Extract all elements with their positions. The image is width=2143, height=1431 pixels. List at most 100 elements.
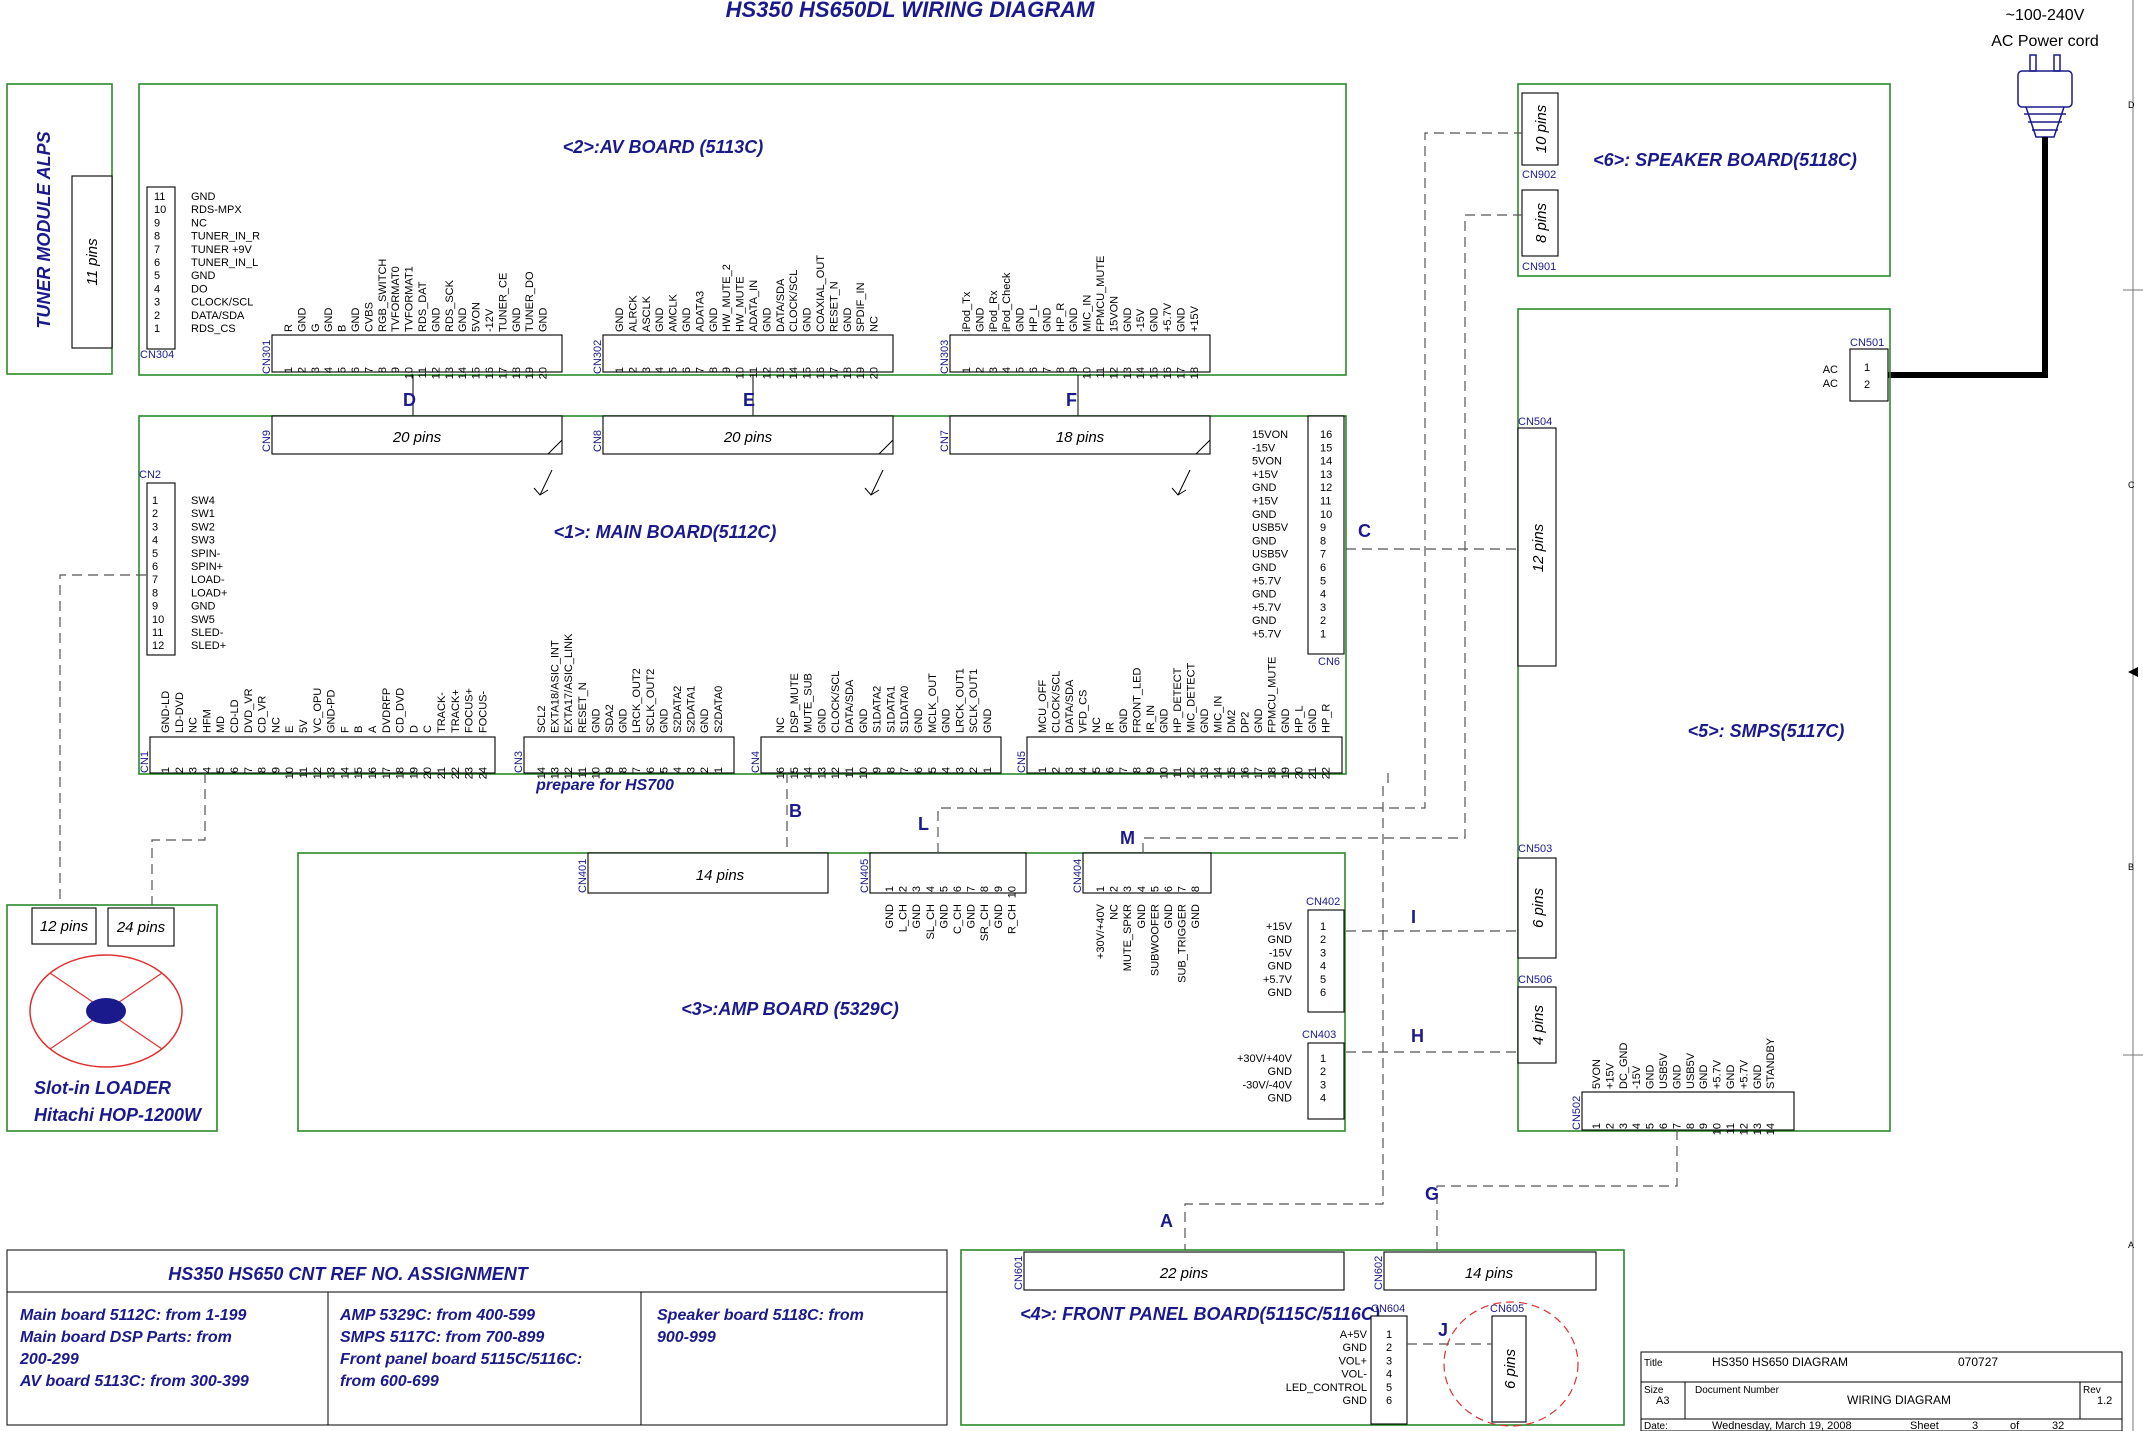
cn602-label: CN602 bbox=[1373, 1256, 1385, 1290]
signal-label: +15V bbox=[1266, 921, 1293, 933]
signal-label: CVBS bbox=[363, 302, 375, 332]
pin-number: 12 bbox=[312, 767, 324, 779]
pin-number: 19 bbox=[1280, 767, 1292, 779]
signal-label: GND bbox=[941, 709, 953, 734]
pin-number: 19 bbox=[524, 367, 536, 379]
signal-label: +30V/+40V bbox=[1237, 1053, 1293, 1065]
pin-number: 9 bbox=[721, 367, 733, 373]
signal-label: IR_IN bbox=[1145, 705, 1157, 733]
pin-number: 11 bbox=[748, 367, 760, 378]
signal-label: +15V bbox=[1252, 469, 1279, 481]
pin-number: 5 bbox=[1320, 974, 1326, 986]
pin-number: 24 bbox=[477, 767, 489, 779]
cn504-connector bbox=[1517, 427, 1557, 667]
pin-number: 3 bbox=[1618, 1123, 1630, 1129]
pin-number: 2 bbox=[1320, 615, 1326, 627]
pin-number: 10 bbox=[404, 367, 416, 379]
pin-number: 10 bbox=[1320, 509, 1332, 521]
cn303-connector bbox=[949, 334, 1211, 373]
cn1-label: CN1 bbox=[139, 751, 151, 773]
cn601-pins-label: 22 pins bbox=[1159, 1265, 1209, 1282]
pin-number: 5 bbox=[1149, 886, 1161, 892]
signal-label: MIC_IN bbox=[1213, 696, 1225, 733]
signal-label: GND bbox=[708, 308, 720, 333]
pin-number: 3 bbox=[1386, 1355, 1392, 1367]
pin-number: 2 bbox=[898, 886, 910, 892]
signal-label: NC bbox=[191, 217, 207, 229]
signal-label: GND bbox=[191, 191, 216, 203]
cn304-label: CN304 bbox=[140, 349, 174, 361]
signal-label: HP_R bbox=[1321, 704, 1333, 733]
signal-label: DP2 bbox=[1240, 712, 1252, 733]
cn506-connector bbox=[1517, 986, 1557, 1064]
pin-number: 4 bbox=[201, 767, 213, 773]
pin-number: 8 bbox=[154, 231, 160, 243]
signal-label: GND bbox=[761, 308, 773, 333]
pin-number: 16 bbox=[367, 767, 379, 779]
link-j-label: J bbox=[1438, 1320, 1448, 1340]
dashed-links bbox=[59, 132, 1678, 1345]
cn6-label: CN6 bbox=[1318, 656, 1340, 668]
svg-text:2: 2 bbox=[1864, 379, 1870, 391]
pin-number: 4 bbox=[323, 367, 335, 373]
pin-number: 10 bbox=[1712, 1123, 1724, 1135]
pin-number: 1 bbox=[1095, 886, 1107, 892]
pin-number: 5 bbox=[1645, 1123, 1657, 1129]
ref-table-line: from 600-699 bbox=[340, 1373, 439, 1390]
signal-label: GND bbox=[1199, 709, 1211, 734]
pin-number: 3 bbox=[988, 367, 1000, 373]
pin-number: 13 bbox=[444, 367, 456, 379]
pin-number: 14 bbox=[339, 767, 351, 779]
pin-number: 18 bbox=[511, 367, 523, 379]
cn304-connector bbox=[146, 186, 176, 350]
tb-docnum: WIRING DIAGRAM bbox=[1847, 1393, 1951, 1407]
signal-label: MIC_DETECT bbox=[1186, 662, 1198, 733]
signal-label: LED_CONTROL bbox=[1286, 1382, 1367, 1394]
signal-label: S1DATA0 bbox=[899, 686, 911, 733]
signal-label: +15V bbox=[1604, 1062, 1616, 1089]
pin-number: 22 bbox=[450, 767, 462, 779]
ref-table-line: Main board 5112C: from 1-199 bbox=[20, 1307, 247, 1324]
pin-number: 1 bbox=[713, 767, 725, 773]
pin-number: 6 bbox=[681, 367, 693, 373]
cn605-pins-label: 6 pins bbox=[1502, 1348, 1519, 1389]
pin-number: 12 bbox=[830, 767, 842, 779]
cn504-pins-label: 12 pins bbox=[1530, 523, 1547, 572]
pin-number: 8 bbox=[885, 767, 897, 773]
pin-number: 2 bbox=[1386, 1342, 1392, 1354]
cn901-connector bbox=[1521, 189, 1559, 257]
pin-number: 18 bbox=[395, 767, 407, 779]
pin-number: 10 bbox=[284, 767, 296, 779]
plug-icon bbox=[2017, 54, 2073, 138]
pin-number: 14 bbox=[1320, 456, 1332, 468]
tuner-pins-label: 11 pins bbox=[84, 238, 101, 286]
signal-label: GND bbox=[1268, 1093, 1293, 1105]
signal-label: RGB_SWITCH bbox=[377, 259, 389, 332]
speaker-board-title: <6>: SPEAKER BOARD(5118C) bbox=[1593, 150, 1857, 170]
pin-number: 7 bbox=[363, 367, 375, 373]
pin-number: 7 bbox=[243, 767, 255, 773]
signal-label: RESET_N bbox=[577, 682, 589, 733]
signal-label: USB5V bbox=[1685, 1052, 1697, 1089]
pin-number: 10 bbox=[735, 367, 747, 379]
pin-number: 16 bbox=[1240, 767, 1252, 779]
signal-label: HW_MUTE bbox=[735, 276, 747, 332]
pin-number: 8 bbox=[1685, 1123, 1697, 1129]
signal-label: SCLK_OUT1 bbox=[968, 669, 980, 733]
pin-number: 16 bbox=[775, 767, 787, 779]
signal-label: TRACK+ bbox=[450, 689, 462, 733]
cn502-label: CN502 bbox=[1571, 1096, 1583, 1130]
signal-label: RDS-MPX bbox=[191, 204, 242, 216]
signal-label: ADATA_IN bbox=[748, 280, 760, 332]
signal-label: F bbox=[339, 726, 351, 733]
signal-label: GND bbox=[1343, 1395, 1368, 1407]
signal-label: GND bbox=[1268, 987, 1293, 999]
cn1-connector bbox=[149, 736, 496, 774]
signal-label: GND bbox=[1068, 308, 1080, 333]
cn403-label: CN403 bbox=[1302, 1029, 1336, 1041]
pin-number: 11 bbox=[152, 627, 163, 639]
signal-label: GND bbox=[1725, 1065, 1737, 1090]
signal-label: +30V/+40V bbox=[1095, 903, 1107, 959]
pin-number: 15 bbox=[802, 367, 814, 379]
signal-label: NC bbox=[869, 316, 881, 332]
